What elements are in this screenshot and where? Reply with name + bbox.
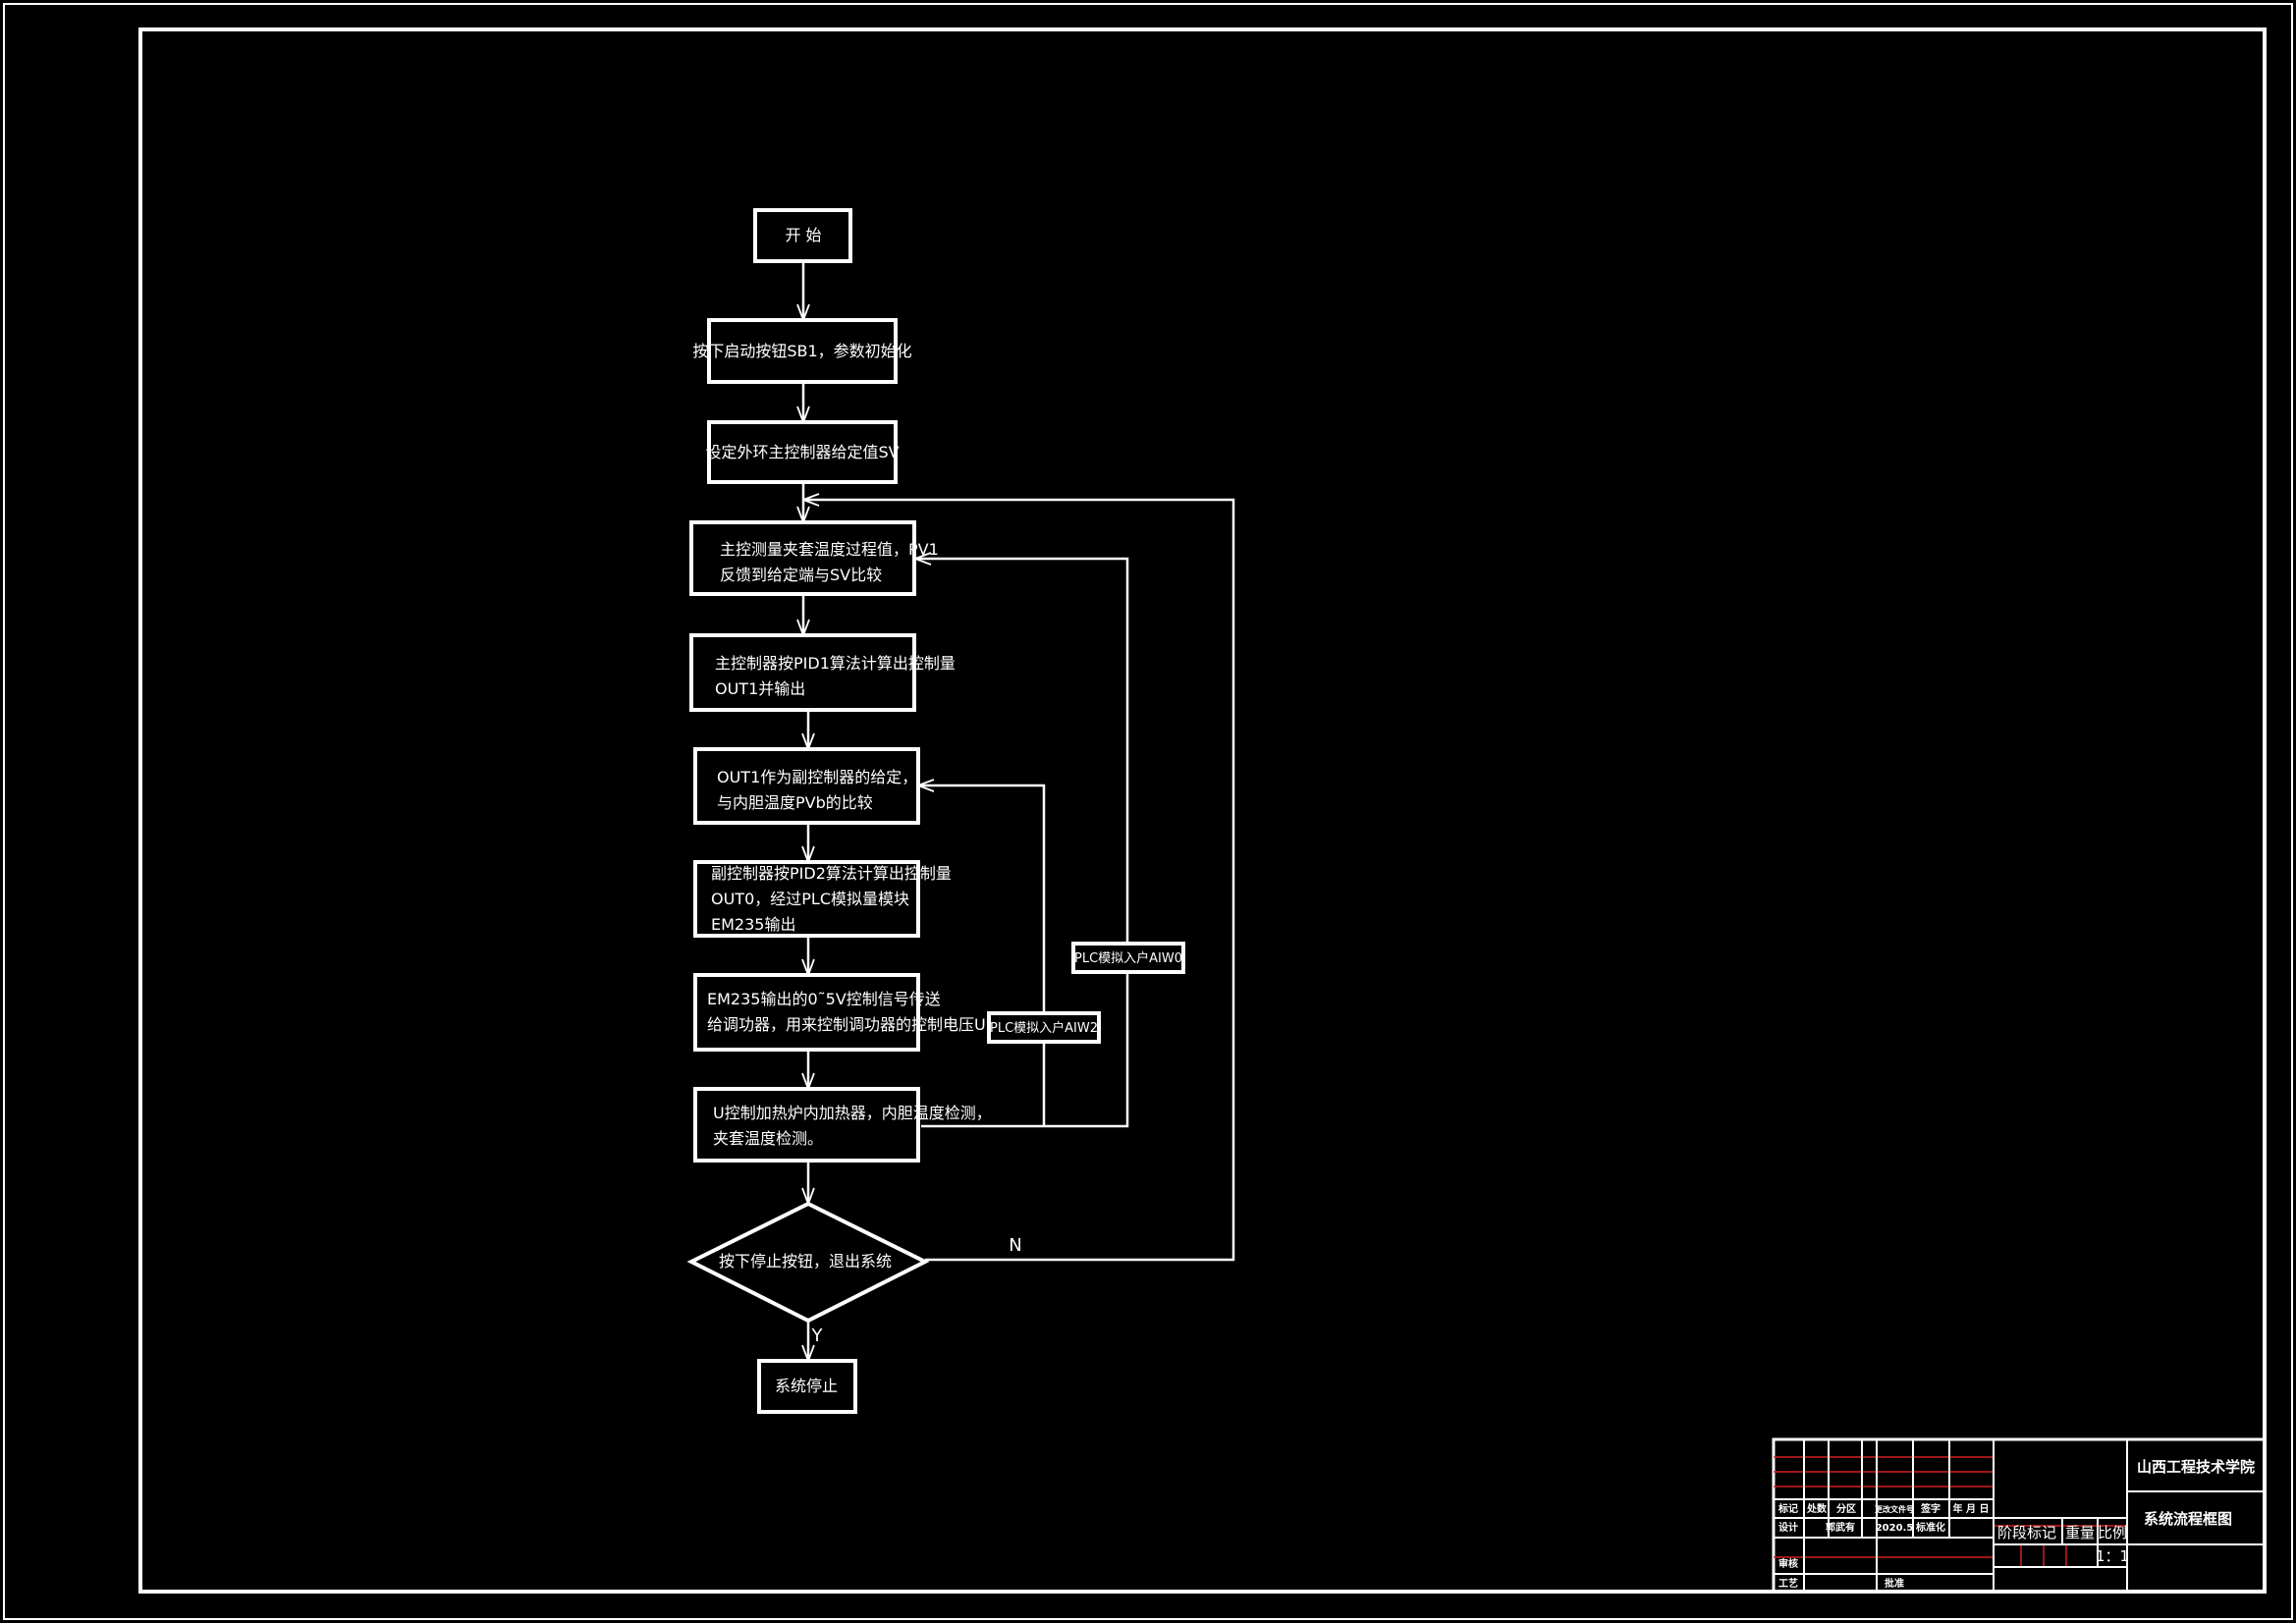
tb-weight: 重量 bbox=[2065, 1524, 2095, 1542]
node-start: 开 始 bbox=[753, 208, 852, 263]
node-heater: U控制加热炉内加热器，内胆温度检测， 夹套温度检测。 bbox=[693, 1087, 992, 1163]
node-text-line: 主控制器按PID1算法计算出控制量 bbox=[715, 654, 956, 673]
node-pid2: 副控制器按PID2算法计算出控制量 OUT0，经过PLC模拟量模块 EM235输出 bbox=[693, 860, 952, 938]
node-text-line: 系统停止 bbox=[775, 1377, 838, 1395]
svg-text:系统停止: 系统停止 bbox=[775, 1377, 838, 1395]
tb-count: 处数 bbox=[1806, 1502, 1828, 1515]
svg-text:按下停止按钮，退出系统: 按下停止按钮，退出系统 bbox=[719, 1252, 892, 1271]
node-text-line: OUT1作为副控制器的给定， bbox=[717, 768, 917, 786]
svg-text:开 始: 开 始 bbox=[785, 226, 821, 244]
svg-text:OUT1作为副控制器的给定，与内胆温度PVb的比较: OUT1作为副控制器的给定， 与内胆温度PVb的比较 bbox=[717, 768, 917, 812]
node-text-line: EM235输出 bbox=[711, 915, 795, 934]
flowchart: PLC模拟入户AIW0 PLC模拟入户AIW2 开 始 按下启动按钮SB1，参数… bbox=[686, 208, 1235, 1414]
node-stop: 系统停止 bbox=[757, 1359, 857, 1414]
node-em235: EM235输出的0˜5V控制信号传送给调功器，用来控制调功器的控制电压U bbox=[693, 973, 986, 1052]
title-block-border bbox=[1772, 1437, 2267, 1594]
tb-stage-mark: 阶段标记 bbox=[1997, 1524, 2056, 1542]
node-text-line: 反馈到给定端与SV比较 bbox=[720, 566, 882, 584]
tb-review: 审核 bbox=[1778, 1557, 1798, 1570]
loop-no-return bbox=[803, 500, 1235, 1262]
node-decision: 按下停止按钮，退出系统 bbox=[686, 1201, 930, 1324]
node-text-line: OUT0，经过PLC模拟量模块 bbox=[711, 890, 909, 908]
tag-aiw2-text: PLC模拟入户AIW2 bbox=[990, 1020, 1098, 1036]
tb-standardize: 标准化 bbox=[1915, 1521, 1945, 1534]
loop-aiw2-feedback bbox=[918, 785, 1046, 1126]
title-block-grid bbox=[1774, 1439, 2265, 1592]
node-text-line: 与内胆温度PVb的比较 bbox=[717, 793, 873, 812]
svg-text:U控制加热炉内加热器，内胆温度检测，夹套温度检测。: U控制加热炉内加热器，内胆温度检测， 夹套温度检测。 bbox=[713, 1104, 992, 1148]
node-text-line: 开 始 bbox=[785, 226, 821, 244]
svg-text:设定外环主控制器给定值SV: 设定外环主控制器给定值SV bbox=[705, 443, 899, 461]
tb-mark: 标记 bbox=[1777, 1502, 1798, 1515]
branch-label-no: N bbox=[1009, 1235, 1021, 1256]
node-out1-set: OUT1作为副控制器的给定， 与内胆温度PVb的比较 bbox=[693, 747, 920, 825]
tb-scale-value: 1：1 bbox=[2096, 1547, 2129, 1565]
node-text-line: EM235输出的0˜5V控制信号传送 bbox=[707, 990, 941, 1008]
tb-design: 设计 bbox=[1778, 1521, 1798, 1534]
tb-design-date: 2020.5 bbox=[1876, 1523, 1914, 1534]
node-text-line: U控制加热炉内加热器，内胆温度检测， bbox=[713, 1104, 992, 1122]
node-text-line: 设定外环主控制器给定值SV bbox=[705, 443, 899, 461]
node-text-line: 给调功器，用来控制调功器的控制电压U bbox=[707, 1015, 986, 1034]
node-text-line: 按下启动按钮SB1，参数初始化 bbox=[692, 342, 911, 360]
svg-text:按下启动按钮SB1，参数初始化: 按下启动按钮SB1，参数初始化 bbox=[692, 342, 911, 360]
tb-process: 工艺 bbox=[1778, 1577, 1798, 1590]
title-block: 标记 处数 分区 更改文件号 签字 年 月 日 设计 郭武有 2020.5 标准… bbox=[1772, 1437, 2267, 1594]
node-init: 按下启动按钮SB1，参数初始化 bbox=[692, 318, 912, 384]
node-main-measure: 主控测量夹套温度过程值，PV1 反馈到给定端与SV比较 bbox=[689, 520, 939, 596]
node-set-sv: 设定外环主控制器给定值SV bbox=[705, 420, 900, 484]
tag-aiw2: PLC模拟入户AIW2 bbox=[987, 1011, 1101, 1044]
node-text-line: 主控测量夹套温度过程值，PV1 bbox=[720, 540, 939, 559]
tag-aiw0: PLC模拟入户AIW0 bbox=[1071, 942, 1185, 974]
svg-text:EM235输出的0˜5V控制信号传送给调功器，用来控制调功器: EM235输出的0˜5V控制信号传送给调功器，用来控制调功器的控制电压U bbox=[707, 990, 986, 1034]
outer-sheet-border bbox=[3, 3, 2293, 1620]
main-flow-connectors bbox=[803, 261, 808, 1361]
tb-signature: 签字 bbox=[1920, 1502, 1941, 1515]
tag-aiw0-text: PLC模拟入户AIW0 bbox=[1074, 950, 1182, 966]
node-text-line: 副控制器按PID2算法计算出控制量 bbox=[711, 864, 952, 883]
inner-sheet-border bbox=[138, 27, 2267, 1594]
tb-zone: 分区 bbox=[1836, 1502, 1856, 1515]
node-text-line: 夹套温度检测。 bbox=[713, 1129, 823, 1148]
tb-drawing-title: 系统流程框图 bbox=[2144, 1510, 2232, 1528]
tb-change-doc: 更改文件号 bbox=[1875, 1504, 1914, 1514]
loop-aiw0-feedback bbox=[915, 559, 1129, 1128]
node-text-line: OUT1并输出 bbox=[715, 679, 805, 698]
tb-approve: 批准 bbox=[1885, 1577, 1904, 1590]
tb-school: 山西工程技术学院 bbox=[2137, 1458, 2255, 1476]
tb-designer: 郭武有 bbox=[1826, 1521, 1855, 1534]
tb-scale: 比例 bbox=[2098, 1524, 2127, 1542]
node-pid1: 主控制器按PID1算法计算出控制量 OUT1并输出 bbox=[689, 633, 956, 712]
tb-date: 年 月 日 bbox=[1953, 1502, 1990, 1515]
node-text-line: 按下停止按钮，退出系统 bbox=[719, 1252, 892, 1271]
branch-label-yes: Y bbox=[811, 1325, 824, 1346]
